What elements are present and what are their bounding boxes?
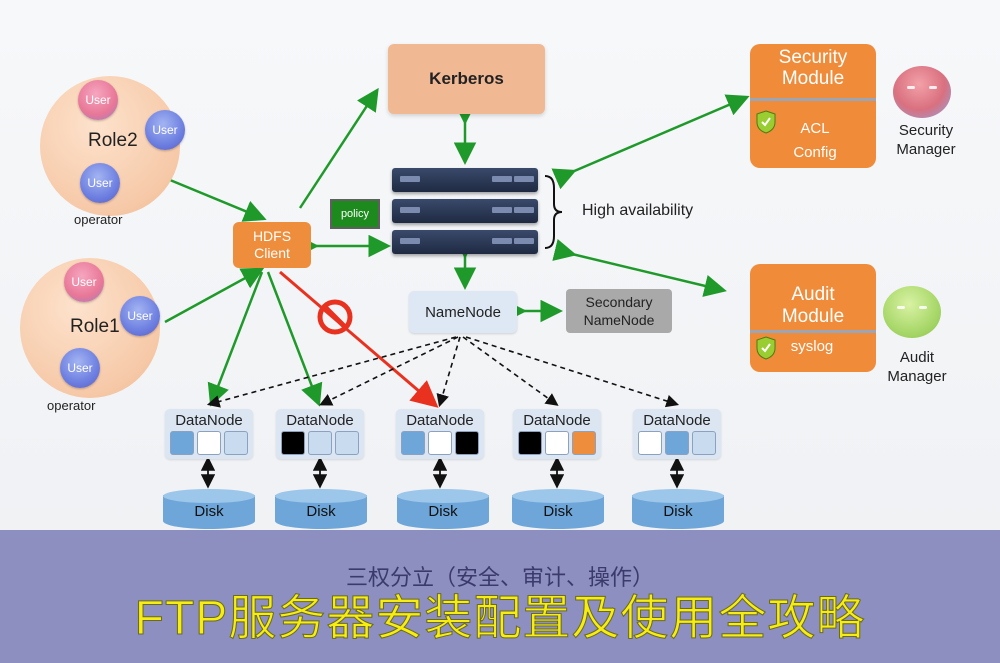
config-label: Config [793,144,837,161]
green-arrows [164,87,750,407]
arrow-role2-to-client [169,178,267,222]
security-module: Security Module ACL Config [750,44,876,168]
arrow-cluster-audit [552,238,727,297]
user-icon: User [120,296,160,336]
arrow-client-dn2 [266,271,323,407]
role2-operator-label: operator [74,212,123,227]
ha-brace [544,175,563,249]
acl-label: ACL [800,120,830,137]
user-icon: User [60,348,100,388]
user-icon: User [145,110,185,150]
security-manager-face-icon [893,66,951,118]
user-icon: User [80,163,120,203]
role1-label: Role1 [70,316,120,337]
server-unit [392,199,538,223]
secondary-namenode-box: Secondary NameNode [566,289,672,333]
disk-icon: Disk [632,489,724,529]
syslog-label: syslog [790,338,834,355]
high-availability-label: High availability [582,202,694,219]
disk-icon: Disk [163,489,255,529]
arrow-role1-to-client [164,267,265,324]
audit-module: Audit Module syslog [750,264,876,372]
kerberos-box: Kerberos [388,44,545,114]
namenode-box: NameNode [409,291,517,333]
overlay-title: FTP服务器安装配置及使用全攻略 [134,592,866,646]
datanode-box: DataNode [633,409,721,459]
user-icon: User [78,80,118,120]
datanode-box: DataNode [165,409,253,459]
hdfs-client-box: HDFS Client [233,222,311,268]
disk-icon: Disk [275,489,367,529]
dashed-arrows [206,336,680,408]
arrow-client-dn1 [207,271,264,407]
disk-icon: Disk [397,489,489,529]
footer-band [0,530,1000,663]
role2-label: Role2 [88,130,138,151]
datanode-box: DataNode [276,409,364,459]
audit-manager-face-icon [883,286,941,338]
role1-operator-label: operator [47,398,96,413]
server-unit [392,230,538,254]
server-unit [392,168,538,192]
shield-icon [756,336,776,360]
disk-links [200,456,685,489]
blocked-sign [317,299,353,335]
arrow-cluster-security [551,94,750,190]
policy-box: policy [330,199,380,229]
disk-icon: Disk [512,489,604,529]
footer-subtitle: 三权分立（安全、审计、操作） [345,565,654,590]
arrow-blocked-client-dn3 [279,270,439,408]
user-icon: User [64,262,104,302]
datanode-box: DataNode [513,409,601,459]
arrow-client-to-kerberos [298,87,379,209]
datanode-box: DataNode [396,409,484,459]
shield-icon [756,110,776,134]
